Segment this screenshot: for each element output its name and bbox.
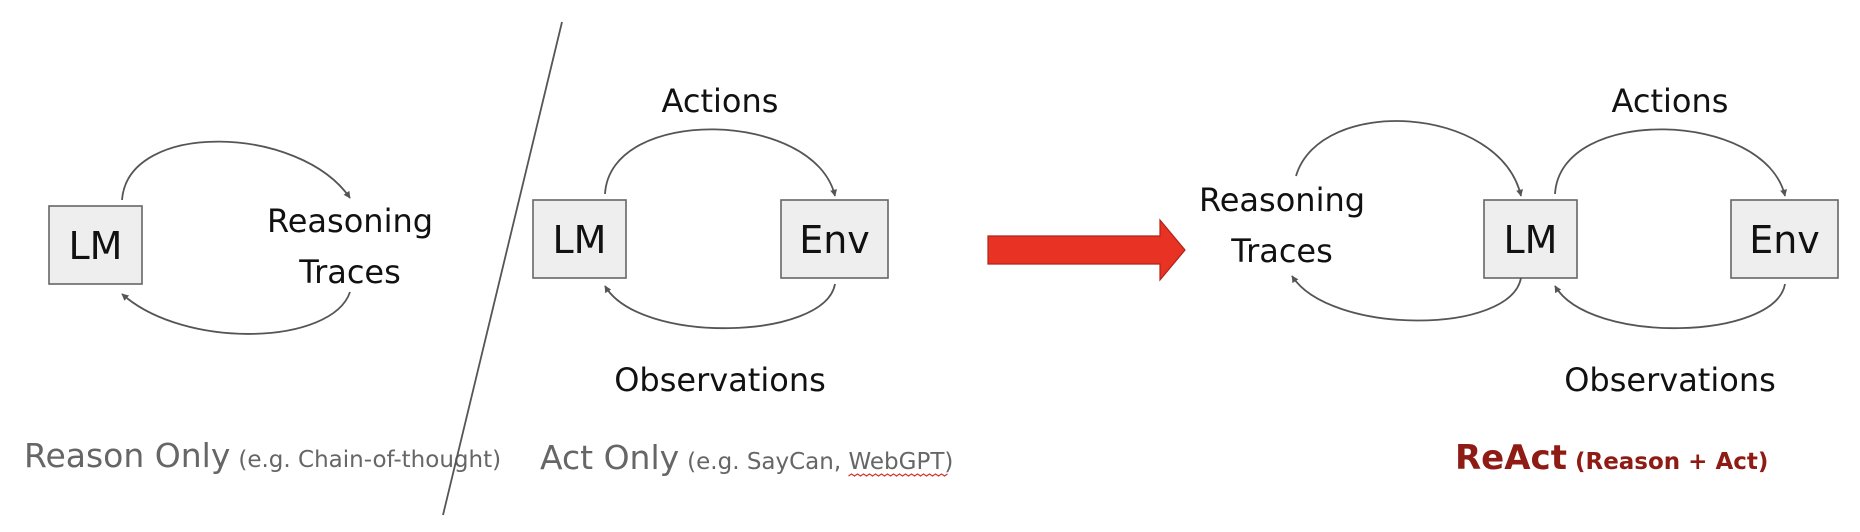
- reason-only-traces-label: Traces: [298, 253, 401, 291]
- act-only-caption-webgpt: WebGPT: [848, 449, 945, 475]
- act-only-arc-observations: [604, 283, 836, 330]
- react-actions-label: Actions: [1612, 82, 1729, 120]
- react-env-label: Env: [1749, 218, 1820, 262]
- react-caption-main: ReAct: [1455, 438, 1567, 478]
- act-only-observations-label: Observations: [614, 361, 826, 399]
- spellcheck-underline: [848, 473, 948, 477]
- act-only-caption-sub-post: ): [944, 449, 953, 475]
- reason-only-caption-sub: (e.g. Chain-of-thought): [238, 447, 501, 473]
- reason-only-caption-main: Reason Only: [24, 436, 230, 475]
- act-only-lm-box: [532, 199, 627, 279]
- transition-arrow: [987, 218, 1186, 282]
- act-only-arc-actions: [604, 128, 837, 197]
- react-caption-sub: (Reason + Act): [1575, 449, 1768, 475]
- react-panel: Reasoning Traces Actions LM Env Observat…: [1199, 82, 1839, 478]
- react-arc-lm-to-traces: [1291, 275, 1522, 322]
- act-only-env-box: [780, 199, 889, 279]
- reason-only-caption: Reason Only (e.g. Chain-of-thought): [24, 436, 501, 475]
- reason-only-arc-to-lm: [121, 291, 351, 335]
- act-only-actions-label: Actions: [662, 82, 779, 120]
- act-only-caption: Act Only (e.g. SayCan, WebGPT): [540, 438, 953, 477]
- react-lm-box: [1483, 199, 1578, 279]
- reason-only-arc-to-traces: [121, 140, 351, 201]
- react-traces-label: Traces: [1230, 232, 1333, 270]
- act-only-caption-main: Act Only: [540, 438, 679, 477]
- act-only-lm-label: LM: [553, 218, 607, 262]
- react-env-box: [1730, 199, 1839, 279]
- react-lm-label: LM: [1504, 218, 1558, 262]
- react-reasoning-label: Reasoning: [1199, 181, 1365, 219]
- react-observations-label: Observations: [1564, 361, 1776, 399]
- section-divider: [442, 21, 563, 516]
- react-arc-observations: [1554, 283, 1786, 330]
- reason-only-reasoning-label: Reasoning: [267, 202, 433, 240]
- act-only-panel: Actions LM Env Observations Act Only (e.g…: [532, 82, 953, 477]
- react-caption: ReAct (Reason + Act): [1455, 438, 1768, 478]
- act-only-env-label: Env: [799, 218, 870, 262]
- reason-only-lm-box: [48, 205, 143, 285]
- reason-only-panel: LM Reasoning Traces Reason Only (e.g. Cha…: [24, 140, 501, 475]
- act-only-caption-sub-pre: (e.g. SayCan,: [687, 449, 848, 475]
- react-arc-actions: [1554, 128, 1787, 197]
- reason-only-lm-label: LM: [69, 224, 123, 268]
- react-arc-traces-to-lm: [1295, 120, 1523, 197]
